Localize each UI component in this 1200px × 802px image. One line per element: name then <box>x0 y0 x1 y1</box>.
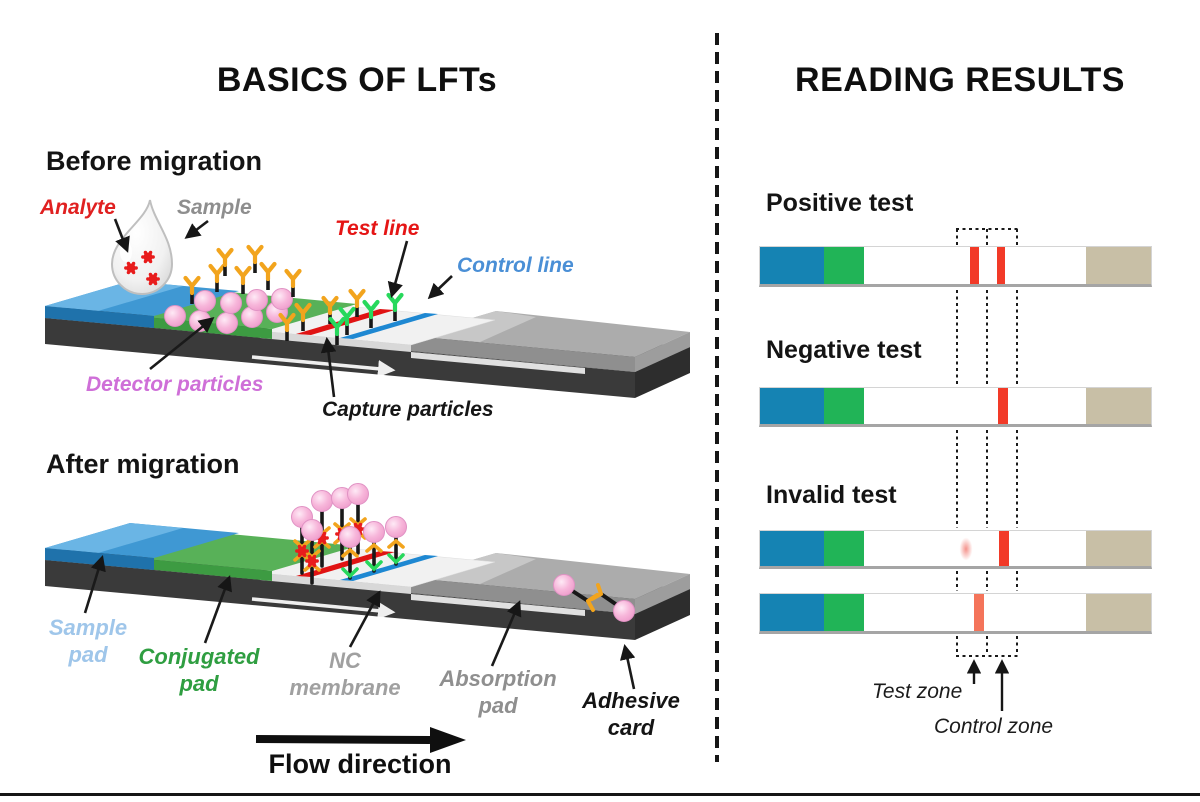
strip-absorbent-pad-segment <box>1086 388 1151 424</box>
zone-pointer-arrows <box>966 659 1010 711</box>
nc-membrane-line2: membrane <box>289 674 401 700</box>
panel-divider-dashed-line <box>715 33 719 762</box>
analyte-splats <box>124 250 160 286</box>
zone-guide <box>986 430 988 528</box>
adhesive-card-line1: Adhesive <box>582 688 680 713</box>
complexes-control-line <box>339 516 407 580</box>
strip-conjugate-pad-segment <box>824 531 864 566</box>
test-line-faint-mark <box>974 594 984 631</box>
adhesive-card-label: Adhesive card <box>576 688 686 742</box>
sandwich-complexes-test-line <box>291 483 369 585</box>
capture-antibody-icons-test-line <box>281 291 364 341</box>
conjugated-pad-line1: Conjugated <box>138 644 260 669</box>
strip-sample-pad-segment <box>760 388 824 424</box>
detector-particles-cluster <box>164 288 293 334</box>
zone-tick <box>956 636 958 655</box>
invalid-test-strip-2 <box>759 593 1152 634</box>
zone-guide <box>1016 430 1018 528</box>
zone-guide <box>956 290 958 385</box>
zone-guide <box>1016 571 1018 591</box>
test-zone-label: Test zone <box>872 680 963 703</box>
zone-tick <box>956 229 958 247</box>
zone-guide <box>956 430 958 528</box>
zone-guide <box>986 290 988 385</box>
control-zone-label: Control zone <box>934 715 1054 738</box>
control-line-mark <box>999 531 1009 566</box>
zone-tick <box>986 636 988 655</box>
detector-particles-label: Detector particles <box>86 373 264 396</box>
absorption-pad-line2: pad <box>478 692 518 718</box>
capture-particles-label: Capture particles <box>322 398 494 421</box>
conjugate-antibody-icons <box>186 247 300 304</box>
reading-results-title: READING RESULTS <box>795 61 1125 99</box>
control-line-mark <box>998 388 1008 424</box>
test-line-label: Test line <box>335 217 420 240</box>
control-line-mark <box>997 247 1005 284</box>
strip-sample-pad-segment <box>760 531 824 566</box>
sample-pad-line2: pad <box>68 641 108 667</box>
strip-absorbent-pad-segment <box>1086 594 1151 631</box>
positive-test-strip <box>759 246 1152 287</box>
adhesive-card-line2: card <box>607 714 655 740</box>
zone-guide <box>956 571 958 591</box>
negative-test-heading: Negative test <box>766 336 922 364</box>
free-conjugates-absorption-pad <box>553 574 635 622</box>
before-label-arrows <box>113 218 453 398</box>
analyte-label: Analyte <box>40 196 116 219</box>
strip-sample-pad-segment <box>760 594 824 631</box>
bottom-rule <box>0 793 1200 796</box>
test-line-mark <box>970 247 979 284</box>
nc-membrane-line1: NC <box>329 648 361 673</box>
strip-sample-pad-segment <box>760 247 824 284</box>
strip-conjugate-pad-segment <box>824 388 864 424</box>
conjugated-pad-line2: pad <box>179 670 219 696</box>
zone-bracket-bottom <box>956 655 1018 657</box>
strip-absorbent-pad-segment <box>1086 531 1151 566</box>
nc-membrane-label: NC membrane <box>283 648 407 702</box>
negative-test-strip <box>759 387 1152 427</box>
invalid-test-heading: Invalid test <box>766 481 897 509</box>
zone-tick <box>1016 636 1018 655</box>
absorption-pad-label: Absorption pad <box>437 666 559 720</box>
conjugated-pad-label: Conjugated pad <box>136 644 262 698</box>
zone-guide <box>1016 290 1018 385</box>
control-line-label: Control line <box>457 254 574 277</box>
strip-conjugate-pad-segment <box>824 594 864 631</box>
zone-guide <box>986 571 988 591</box>
before-migration-heading: Before migration <box>46 146 263 176</box>
zone-tick <box>986 229 988 247</box>
absorption-pad-line1: Absorption <box>439 666 557 691</box>
strip-conjugate-pad-segment <box>824 247 864 284</box>
flow-direction-label: Flow direction <box>268 749 452 779</box>
invalid-test-strip-1 <box>759 530 1152 569</box>
sample-pad-label: Sample pad <box>38 615 138 669</box>
zone-tick <box>1016 229 1018 247</box>
basics-title: BASICS OF LFTs <box>216 61 498 99</box>
strip-absorbent-pad-segment <box>1086 247 1151 284</box>
after-migration-heading: After migration <box>46 449 240 479</box>
sample-pad-line1: Sample <box>48 615 128 640</box>
control-antibody-icons <box>331 295 402 345</box>
sample-label: Sample <box>177 196 252 219</box>
positive-test-heading: Positive test <box>766 189 914 217</box>
faint-test-smudge <box>957 533 975 565</box>
sample-drop-icon <box>110 199 174 295</box>
